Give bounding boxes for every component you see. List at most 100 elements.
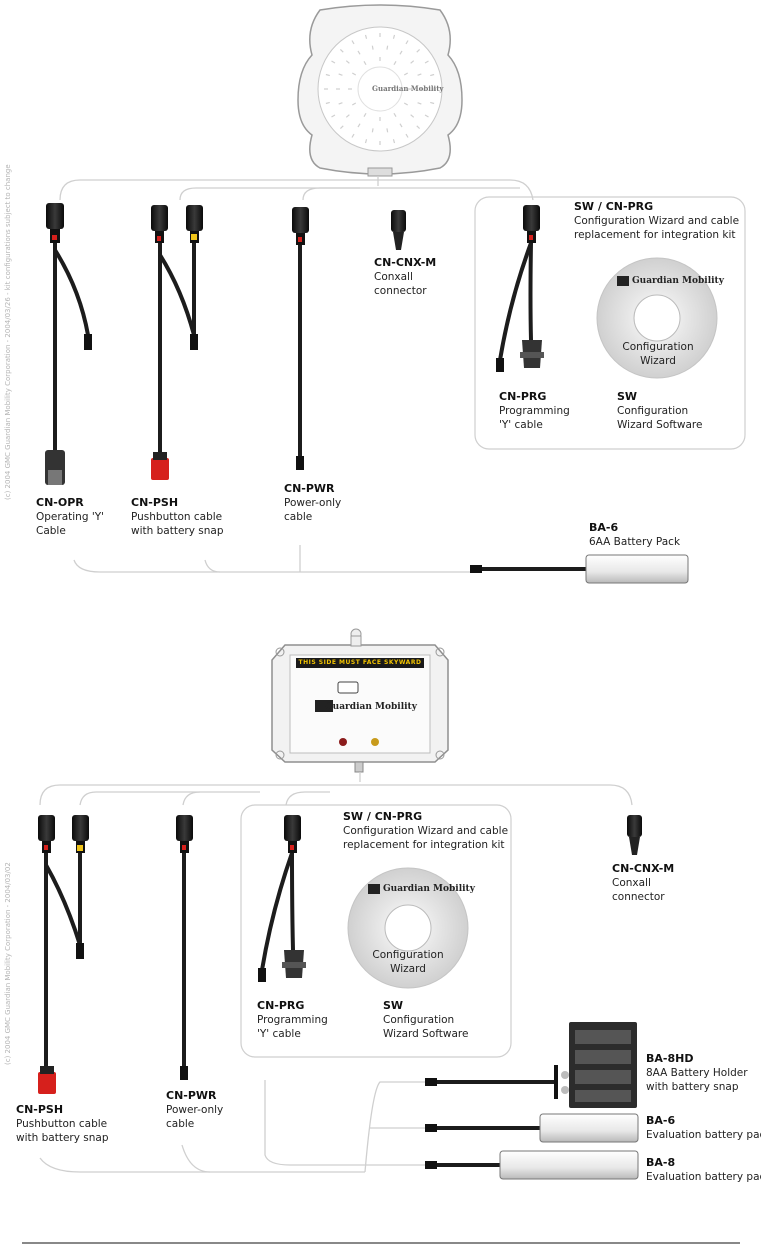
bottom-cn-cnx-line2: connector — [612, 891, 665, 903]
top-cn-cnx-code: CN-CNX-M — [374, 256, 437, 269]
vent-slot — [424, 114, 429, 118]
bottom-cn-prg-line2: 'Y' cable — [257, 1028, 301, 1040]
vent-slot — [392, 34, 396, 39]
vent-slot — [371, 45, 374, 50]
top-cn-opr-line1: Operating 'Y' — [36, 511, 105, 523]
top-cn-psh-label: CN-PSH Pushbutton cable with battery sna… — [131, 496, 224, 538]
vent-slot — [357, 50, 361, 55]
vent-slot — [364, 34, 368, 39]
top-cn-cnx-line1: Conxall — [374, 271, 413, 283]
bottom-sw-box-desc-2: replacement for integration kit — [343, 839, 505, 851]
vent-slot — [331, 60, 336, 64]
vent-slot — [393, 60, 397, 66]
vent-slot — [338, 102, 343, 105]
bottom-cd-brand: Guardian Mobility — [383, 884, 475, 894]
top-unit-vents — [324, 33, 436, 145]
top-sw-box-desc-1: Configuration Wizard and cable — [574, 215, 740, 227]
vent-slot — [364, 139, 368, 144]
top-ba6-line1: 6AA Battery Pack — [589, 536, 681, 548]
top-cn-pwr-label: CN-PWR Power-only cable — [284, 482, 341, 524]
bottom-controller — [271, 628, 449, 773]
bottom-cn-prg-label: CN-PRG Programming 'Y' cable — [257, 999, 328, 1041]
top-cn-psh-line1: Pushbutton cable — [131, 511, 223, 523]
vent-slot — [325, 73, 330, 77]
top-sw-line2: Wizard Software — [617, 419, 703, 431]
bottom-cn-pwr-cable — [176, 815, 193, 1080]
bottom-ba8hd-line2: with battery snap — [646, 1081, 739, 1093]
bottom-wiring — [39, 772, 633, 1173]
bottom-ba8hd-holder — [425, 1022, 637, 1108]
vent-slot — [363, 60, 367, 66]
vent-slot — [424, 60, 429, 64]
top-cn-psh-cable — [151, 205, 203, 480]
vent-slot — [403, 72, 409, 76]
top-cd — [596, 257, 718, 379]
bottom-ba6-battery — [425, 1113, 639, 1143]
top-sw-line1: Configuration — [617, 405, 689, 417]
bottom-cn-psh-cable — [38, 815, 89, 1094]
top-wiring — [59, 176, 534, 573]
top-cn-prg-line1: Programming — [499, 405, 570, 417]
top-copyright: (c) 2004 GMC Guardian Mobility Corporati… — [4, 164, 12, 500]
top-cn-pwr-code: CN-PWR — [284, 482, 335, 495]
bottom-ba6-line1: Evaluation battery pack — [646, 1129, 761, 1141]
bottom-cn-cnx-code: CN-CNX-M — [612, 862, 675, 875]
top-cn-opr-line2: Cable — [36, 525, 66, 537]
top-cn-opr-cable — [45, 203, 92, 485]
bottom-cn-pwr-label: CN-PWR Power-only cable — [166, 1089, 223, 1131]
vent-slot — [345, 114, 350, 118]
vent-slot — [403, 102, 409, 106]
bottom-ba8hd-label: BA-8HD 8AA Battery Holder with battery s… — [646, 1052, 748, 1094]
vent-slot — [417, 102, 422, 105]
vent-slot — [339, 48, 344, 53]
vent-slot — [386, 45, 389, 50]
bottom-sw-box-title: SW / CN-PRG — [343, 810, 423, 823]
bottom-cn-prg-code: CN-PRG — [257, 999, 305, 1012]
vent-slot — [339, 125, 344, 130]
vent-slot — [351, 133, 355, 138]
vent-slot — [405, 133, 409, 138]
top-ba6-battery — [470, 554, 689, 584]
top-cn-opr-label: CN-OPR Operating 'Y' Cable — [36, 496, 104, 538]
top-sw-code: SW — [617, 390, 638, 403]
top-cd-line-1: Configuration — [622, 341, 694, 353]
bottom-sw-code: SW — [383, 999, 404, 1012]
top-cn-pwr-cable — [292, 207, 309, 470]
top-cn-prg-code: CN-PRG — [499, 390, 547, 403]
bottom-cn-cnx-label: CN-CNX-M Conxall connector — [612, 862, 674, 904]
bottom-cn-cnx-connector — [627, 815, 642, 855]
bottom-cd-line-1: Configuration — [372, 949, 444, 961]
bottom-cd — [347, 867, 469, 989]
bottom-ba8-battery — [425, 1150, 639, 1180]
top-cd-brand: Guardian Mobility — [632, 276, 724, 286]
top-sw-box-desc-2: replacement for integration kit — [574, 229, 736, 241]
top-sw-box — [474, 196, 746, 450]
controller-brand: Guardian Mobility — [325, 702, 417, 712]
bottom-sw-line1: Configuration — [383, 1014, 455, 1026]
bottom-cn-prg-line1: Programming — [257, 1014, 328, 1026]
top-cn-pwr-line1: Power-only — [284, 497, 342, 509]
vent-slot — [430, 101, 435, 105]
bottom-ba8hd-line1: 8AA Battery Holder — [646, 1067, 748, 1079]
top-sw-label: SW Configuration Wizard Software — [617, 390, 702, 432]
top-unit — [297, 4, 463, 177]
bottom-cn-pwr-code: CN-PWR — [166, 1089, 217, 1102]
bottom-cn-psh-label: CN-PSH Pushbutton cable with battery sna… — [16, 1103, 109, 1145]
vent-slot — [430, 73, 435, 77]
vent-slot — [393, 112, 397, 118]
vent-slot — [371, 128, 374, 133]
bottom-sw-line2: Wizard Software — [383, 1028, 469, 1040]
top-cn-prg-cable — [496, 205, 544, 372]
vent-slot — [410, 114, 415, 118]
vent-slot — [357, 123, 361, 128]
bottom-cn-pwr-line2: cable — [166, 1118, 195, 1130]
vent-slot — [351, 102, 357, 106]
top-cn-psh-line2: with battery snap — [131, 525, 224, 537]
vent-slot — [351, 72, 357, 76]
bottom-cn-psh-line2: with battery snap — [16, 1132, 109, 1144]
bottom-ba8-code: BA-8 — [646, 1156, 676, 1169]
bottom-ba8-label: BA-8 Evaluation battery pack — [646, 1156, 761, 1184]
top-cn-prg-line2: 'Y' cable — [499, 419, 543, 431]
bottom-cn-pwr-line1: Power-only — [166, 1104, 224, 1116]
